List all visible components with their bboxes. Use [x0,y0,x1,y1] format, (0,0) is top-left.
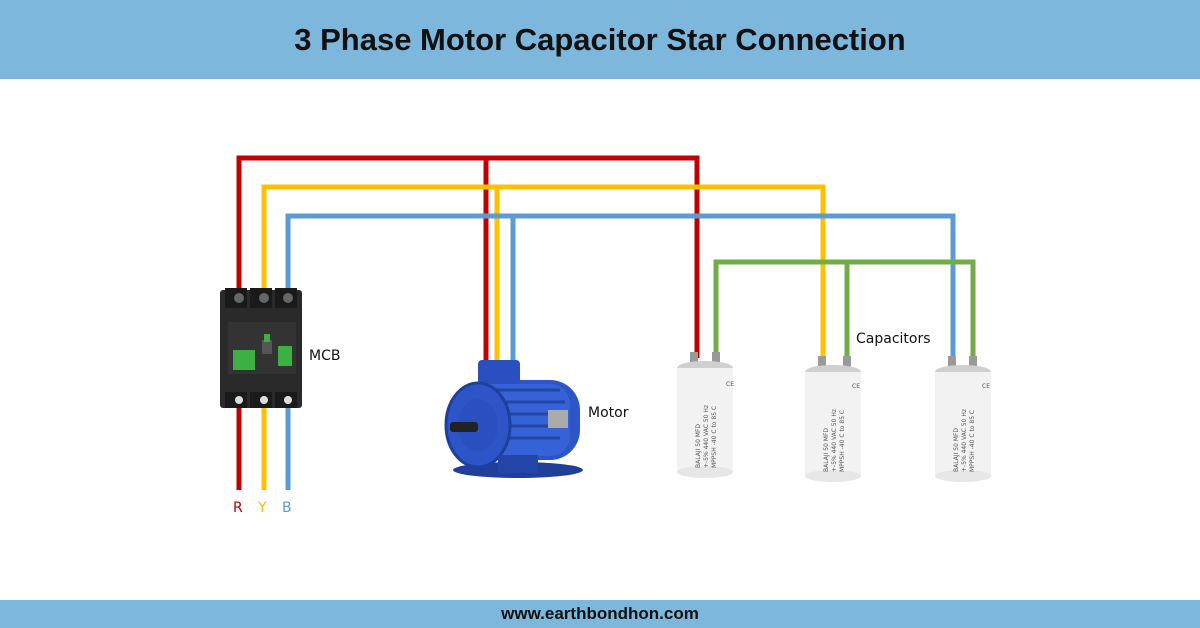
svg-text:+-5% 440 VAC 50 Hz: +-5% 440 VAC 50 Hz [703,405,710,468]
svg-text:+-5% 440 VAC 50 Hz: +-5% 440 VAC 50 Hz [831,409,838,472]
blue-wire-top [285,213,956,362]
title-bar: 3 Phase Motor Capacitor Star Connection [0,0,1200,79]
svg-text:CE: CE [852,383,860,390]
page-title: 3 Phase Motor Capacitor Star Connection [294,21,906,57]
capacitor-icon: CE BALAJI 50 MFD +-5% 440 VAC 50 Hz MPPS… [805,356,861,482]
svg-text:+-5% 440 VAC 50 Hz: +-5% 440 VAC 50 Hz [961,409,968,472]
mcb-breaker-icon [220,288,302,408]
phase-y-label: Y [257,500,267,516]
mcb-label: MCB [309,348,340,364]
svg-text:BALAJI 50 MFD: BALAJI 50 MFD [953,428,960,472]
svg-text:CE: CE [982,383,990,390]
footer-bar: www.earthbondhon.com [0,600,1200,628]
svg-text:MPPSH -40 C to 85 C: MPPSH -40 C to 85 C [711,406,718,468]
capacitor-icon: CE BALAJI 50 MFD +-5% 440 VAC 50 Hz MPPS… [935,356,991,482]
red-wire-top [236,155,700,358]
svg-text:BALAJI 50 MFD: BALAJI 50 MFD [695,424,702,468]
capacitor-icon: CE BALAJI 50 MFD +-5% 440 VAC 50 Hz MPPS… [677,352,734,478]
phase-b-label: B [282,500,292,516]
yellow-wire-top [261,184,826,362]
motor-label: Motor [588,405,629,421]
motor-icon [444,360,583,478]
phase-r-label: R [233,500,243,516]
svg-text:MPPSH -40 C to 85 C: MPPSH -40 C to 85 C [969,410,976,472]
footer-url: www.earthbondhon.com [501,604,699,623]
capacitors-label: Capacitors [856,331,931,347]
svg-text:BALAJI 50 MFD: BALAJI 50 MFD [823,428,830,472]
svg-text:CE: CE [726,381,734,388]
svg-text:MPPSH -40 C to 85 C: MPPSH -40 C to 85 C [839,410,846,472]
